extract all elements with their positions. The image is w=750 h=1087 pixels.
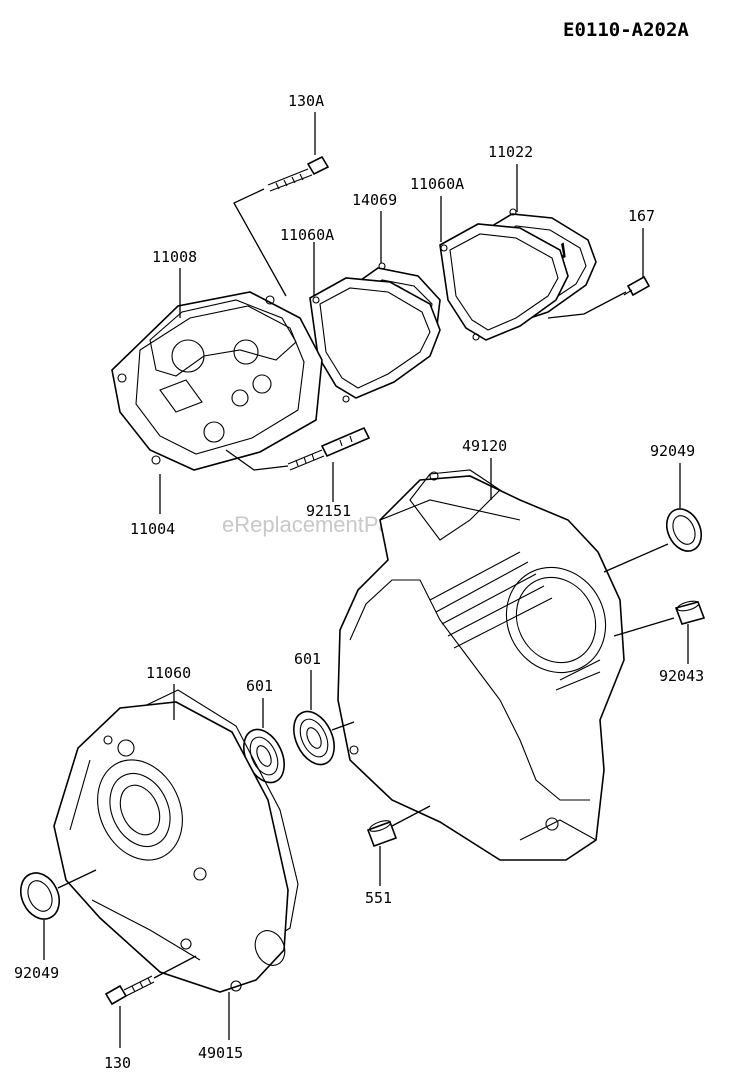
callout-92151: 92151	[306, 502, 351, 520]
part-92049-oil-seal-bottom[interactable]	[14, 867, 67, 926]
callout-11004: 11004	[130, 520, 175, 538]
callout-14069: 14069	[352, 191, 397, 209]
part-551-pin[interactable]	[366, 818, 398, 848]
part-601-bearing-lower[interactable]	[236, 723, 292, 789]
callout-130a: 130A	[288, 92, 324, 110]
callout-11008: 11008	[152, 248, 197, 266]
callout-92049-bottom: 92049	[14, 964, 59, 982]
callout-49120: 49120	[462, 437, 507, 455]
callout-11022: 11022	[488, 143, 533, 161]
part-49015-crankcase-cover[interactable]	[53, 701, 290, 993]
part-601-bearing-upper[interactable]	[286, 705, 342, 771]
part-49120-crankcase[interactable]	[337, 469, 625, 861]
callout-11060: 11060	[146, 664, 191, 682]
callout-551: 551	[365, 889, 392, 907]
part-167-screw[interactable]	[623, 275, 651, 297]
part-11004-cylinder-head[interactable]	[111, 291, 323, 471]
part-92049-oil-seal-top[interactable]	[660, 503, 708, 556]
part-130a-bolt[interactable]	[267, 155, 330, 192]
callout-92049-top: 92049	[650, 442, 695, 460]
callout-49015: 49015	[198, 1044, 243, 1062]
part-11008-gasket[interactable]	[149, 299, 297, 377]
callout-11060a-left: 11060A	[280, 226, 334, 244]
part-11060a-gasket-right[interactable]	[439, 223, 569, 341]
part-92043-pin[interactable]	[674, 599, 706, 625]
callout-601-lower: 601	[246, 677, 273, 695]
part-130-bolt[interactable]	[104, 975, 155, 1006]
callout-167: 167	[628, 207, 655, 225]
callout-130: 130	[104, 1054, 131, 1072]
callout-11060a-right: 11060A	[410, 175, 464, 193]
callout-601-upper: 601	[294, 650, 321, 668]
part-11060a-gasket-left[interactable]	[309, 277, 441, 403]
diagram-id: E0110-A202A	[563, 19, 689, 41]
callout-92043: 92043	[659, 667, 704, 685]
part-92151-stud[interactable]	[287, 426, 371, 471]
